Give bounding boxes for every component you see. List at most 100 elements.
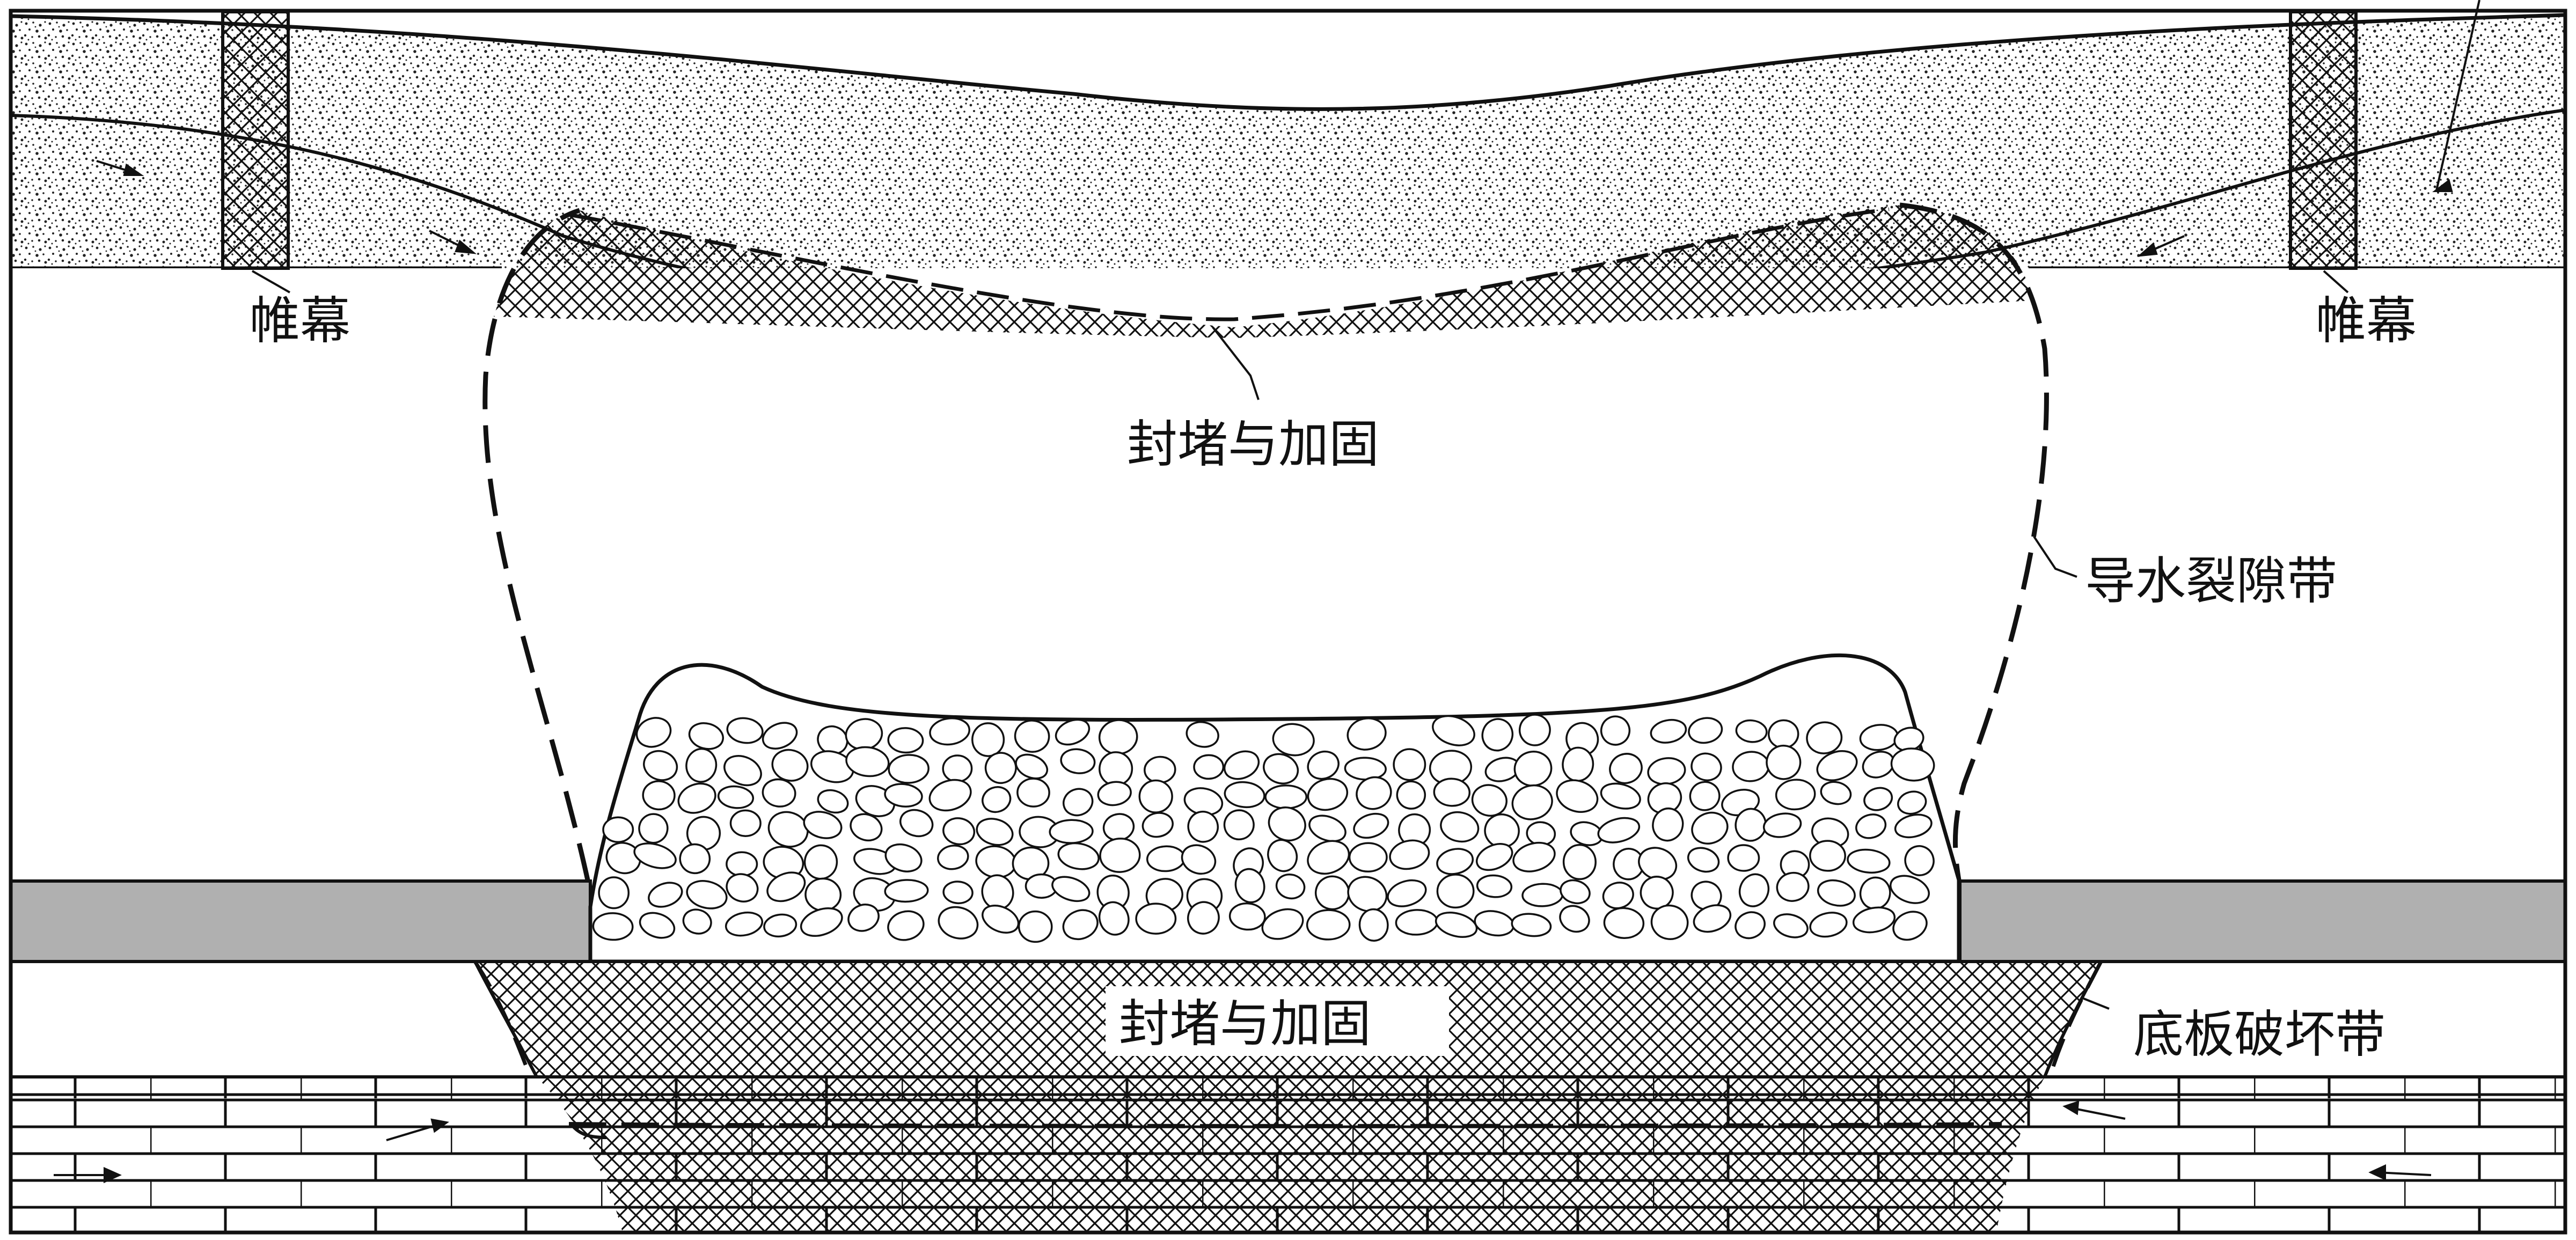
- rubble-stone: [729, 809, 762, 837]
- arrow-icon: [2368, 1164, 2432, 1181]
- rubble-stone: [1556, 779, 1599, 813]
- rubble-stone: [1512, 841, 1556, 872]
- rubble-stone: [1223, 750, 1260, 780]
- rubble-stone: [1187, 901, 1220, 935]
- rubble-stone: [1436, 848, 1474, 875]
- rubble-stone: [1511, 913, 1552, 937]
- rubble-stone: [1395, 909, 1438, 936]
- fracture-zone-label: 导水裂隙带: [2085, 552, 2337, 611]
- rubble-stone: [635, 717, 672, 748]
- rubble-stone: [1014, 720, 1050, 753]
- rubble-stone: [1609, 753, 1643, 784]
- rubble-stone: [845, 746, 890, 777]
- rubble-stone: [648, 882, 683, 908]
- rubble-stone: [888, 754, 930, 784]
- rubble-stone: [1775, 779, 1816, 811]
- rubble-stone: [1234, 868, 1265, 904]
- rubble-stone: [1762, 812, 1802, 838]
- diagram-frame: [9, 9, 2567, 1235]
- rubble-stone: [1511, 784, 1553, 820]
- rubble-stone: [1346, 717, 1387, 751]
- leader-curtain-right: [2323, 270, 2349, 294]
- rubble-stone: [602, 816, 634, 843]
- rubble-stone: [1688, 717, 1723, 744]
- rubble-stone: [1691, 811, 1729, 845]
- rubble-stone: [1223, 809, 1255, 841]
- rubble-stone: [982, 905, 1020, 934]
- rubble-stone: [1809, 840, 1846, 872]
- rubble-stone: [1436, 874, 1475, 909]
- rubble-stone: [1890, 747, 1935, 782]
- rubble-stone: [1847, 848, 1891, 874]
- rubble-stone: [724, 911, 764, 937]
- rubble-stone: [1738, 873, 1770, 907]
- rubble-stone: [1018, 910, 1053, 943]
- rubble-stone: [677, 782, 716, 814]
- rubble-stone: [762, 778, 796, 808]
- rubble-stone: [803, 811, 843, 839]
- rubble-stone: [1432, 715, 1475, 746]
- rubble-stone: [1307, 840, 1350, 875]
- rubble-stone: [639, 912, 676, 939]
- rubble-stone: [1224, 781, 1265, 809]
- rubble-stone: [1852, 906, 1896, 934]
- rubble-stone: [767, 811, 809, 848]
- rubble-stone: [1735, 719, 1768, 743]
- rubble-stone: [1062, 909, 1099, 941]
- rubble-stone: [1347, 876, 1388, 912]
- arrow-icon: [2136, 235, 2185, 257]
- rubble-stone: [1560, 879, 1591, 905]
- rubble-stone: [1809, 912, 1848, 938]
- floor-failure-zone-label: 底板破坏带: [2133, 1006, 2385, 1064]
- rubble-stone: [1892, 911, 1928, 941]
- leader-lines: [252, 270, 2349, 1010]
- rubble-stone: [1135, 903, 1177, 935]
- rubble-stone: [929, 717, 970, 746]
- rubble-stone: [817, 789, 849, 814]
- rubble-stone: [942, 817, 976, 846]
- leader-floor-failure: [2082, 997, 2110, 1010]
- rubble-stone: [1358, 908, 1389, 942]
- rubble-stones: [592, 714, 1935, 943]
- rubble-stone: [1650, 904, 1689, 940]
- rubble-stone: [1471, 784, 1507, 817]
- rubble-stone: [1049, 819, 1094, 844]
- upper-grout-zone: [494, 205, 2034, 338]
- rubble-stone: [638, 813, 669, 844]
- rubble-stone: [1187, 810, 1219, 843]
- rubble-stone: [1015, 753, 1049, 780]
- rubble-stone: [1141, 812, 1174, 838]
- rubble-stone: [1138, 779, 1173, 813]
- rubble-stone: [1855, 813, 1887, 839]
- rubble-stone: [1263, 753, 1299, 784]
- flow-arrows-limestone: [54, 1100, 2432, 1184]
- rubble-stone: [1057, 842, 1100, 870]
- goaf-rubble: [588, 653, 1961, 964]
- rubble-stone: [1904, 845, 1935, 876]
- rubble-stone: [605, 842, 641, 875]
- rubble-stone: [1387, 879, 1427, 907]
- rubble-stone: [1690, 752, 1722, 781]
- rubble-stone: [1228, 902, 1266, 931]
- rubble-stone: [1690, 881, 1722, 911]
- rubble-stone: [1307, 777, 1349, 811]
- rubble-stone: [884, 783, 923, 808]
- rubble-stone: [938, 906, 979, 940]
- rubble-stone: [1559, 905, 1590, 933]
- arrow-icon: [2062, 1100, 2126, 1120]
- rubble-stone: [1600, 782, 1641, 810]
- rubble-stone: [942, 754, 973, 783]
- rubble-stone: [766, 871, 806, 903]
- rubble-stone: [1817, 879, 1856, 907]
- rubble-stone: [1099, 838, 1141, 873]
- rubble-stone: [1806, 721, 1843, 754]
- rubble-stone: [1193, 754, 1225, 780]
- label-bg-sealing-lower: [1106, 986, 1449, 1056]
- arrow-icon: [2432, 0, 2480, 192]
- rubble-stone: [598, 876, 630, 909]
- rubble-stone: [1275, 874, 1306, 900]
- rubble-stone: [643, 750, 678, 781]
- rubble-stone: [1689, 781, 1721, 811]
- rubble-stone: [685, 747, 718, 783]
